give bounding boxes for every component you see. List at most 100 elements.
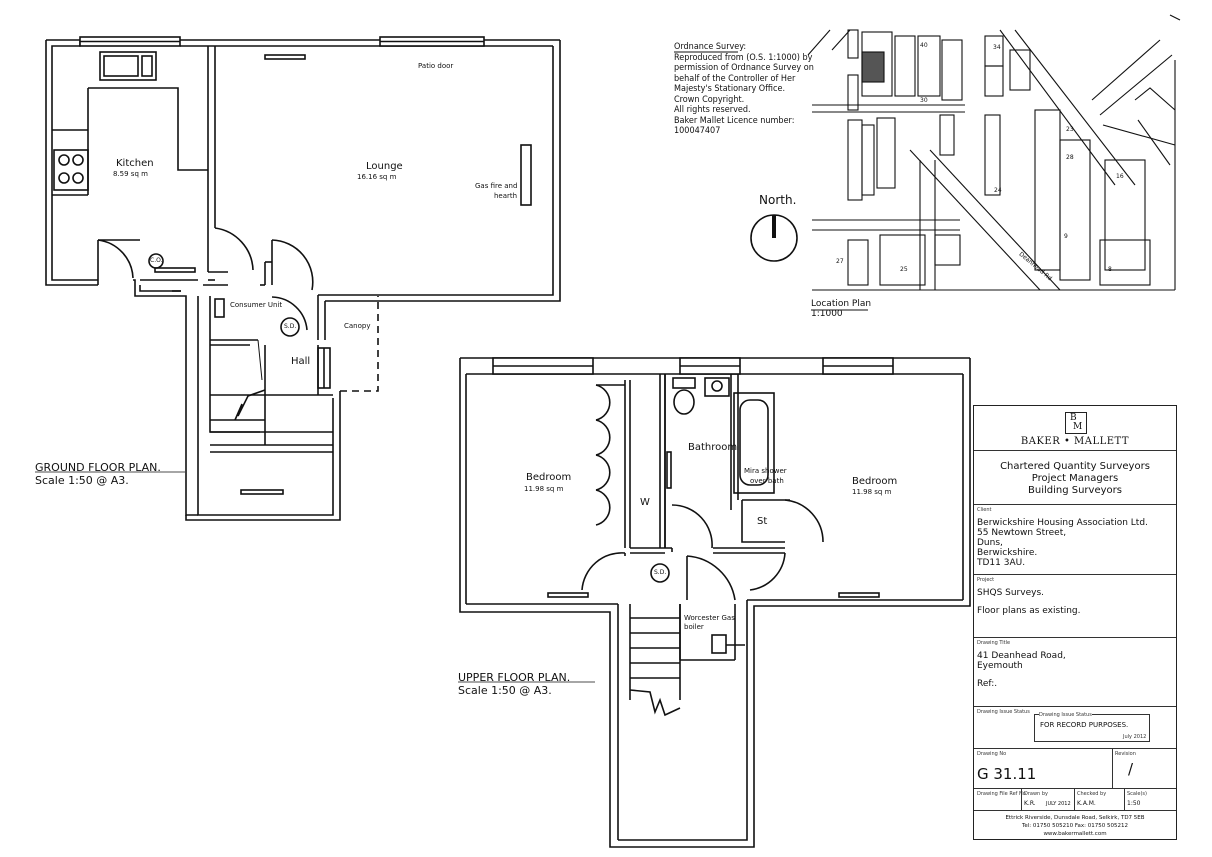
map-number: 24	[994, 187, 1002, 194]
divider	[1124, 789, 1125, 811]
status-date: July 2012	[1123, 734, 1147, 740]
bedroom-area: 11.98 sq m	[524, 485, 564, 493]
bathroom-label: Bathroom	[688, 442, 738, 453]
logo-letter: M	[1073, 422, 1083, 432]
map-number: 28	[1066, 154, 1074, 161]
location-plan-caption: Location Plan 1:1000	[811, 299, 871, 319]
hall-label: Hall	[291, 356, 311, 367]
os-line: Baker Mallet Licence number:	[674, 115, 795, 126]
boiler-label: Worcester Gas	[684, 614, 735, 622]
project-section: Project SHQS Surveys. Floor plans as exi…	[974, 574, 1176, 616]
service-item: Project Managers	[1031, 473, 1119, 484]
drawn-by: K.R.	[1024, 800, 1036, 807]
logo-letter: B	[1070, 413, 1077, 423]
ground-floor-scale: Scale 1:50 @ A3.	[35, 474, 129, 487]
drawing-title-line	[977, 671, 1066, 679]
divider	[1112, 749, 1113, 789]
co-detector-label: C.O.	[150, 257, 163, 264]
shower-label: over bath	[750, 477, 784, 485]
bedroom-area: 11.98 sq m	[852, 488, 892, 496]
location-plan-title: Location Plan	[811, 299, 872, 309]
map-number: 25	[900, 266, 908, 273]
ground-floor-heading: GROUND FLOOR PLAN.	[35, 461, 161, 474]
store-label: St	[757, 516, 768, 527]
drawing-title: 41 Deanhead Road, Eyemouth Ref:.	[977, 651, 1066, 689]
kitchen-area: 8.59 sq m	[113, 170, 148, 178]
os-heading: Ordnance Survey:	[674, 42, 747, 52]
status-box: Drawing Issue Status FOR RECORD PURPOSES…	[1034, 712, 1150, 742]
lounge-label: Lounge	[366, 161, 403, 172]
bedroom-label: Bedroom	[852, 476, 898, 487]
drawing-number-section: Drawing No Revision /	[974, 748, 1176, 789]
drawing-number: G 31.11	[977, 765, 1037, 783]
canopy-label: Canopy	[344, 322, 371, 330]
scale-value: 1:50	[1127, 800, 1141, 807]
drawn-by-label: Drawn by	[1024, 791, 1048, 797]
client-line: 55 Newtown Street,	[977, 528, 1067, 538]
os-line: behalf of the Controller of Her	[674, 73, 796, 84]
baker-mallett-logo: B M	[1065, 412, 1087, 434]
drawing-title-section: Drawing Title 41 Deanhead Road, Eyemouth…	[974, 637, 1176, 689]
drawing-number-label: Drawing No	[977, 751, 1007, 757]
address-line: Ettrick Riverside, Dunsdale Road, Selkir…	[1005, 815, 1145, 821]
status-sub-label: Drawing Issue Status	[1039, 712, 1092, 718]
service-item: Building Surveyors	[1028, 485, 1122, 496]
smoke-detector-label: S.D.	[654, 569, 667, 576]
website-line: www.bakermallett.com	[1043, 831, 1107, 837]
gas-fire-label: hearth	[494, 192, 518, 200]
revision-value: /	[1128, 760, 1134, 778]
map-number: 34	[993, 44, 1001, 51]
client-address: Berwickshire Housing Association Ltd. 55…	[977, 518, 1148, 568]
client-line: TD11 3AU.	[977, 558, 1026, 568]
upper-floor-title: UPPER FLOOR PLAN. Scale 1:50 @ A3.	[458, 671, 570, 697]
footer-section: Ettrick Riverside, Dunsdale Road, Selkir…	[974, 810, 1176, 837]
checked-by-label: Checked by	[1077, 791, 1107, 797]
brand-name: BAKER • MALLETT	[1020, 436, 1130, 447]
upper-floor-scale: Scale 1:50 @ A3.	[458, 684, 552, 697]
shower-label: Mira shower	[744, 467, 787, 475]
wardrobe-label: W	[640, 497, 650, 508]
os-line: All rights reserved.	[674, 105, 751, 115]
project-line: SHQS Surveys.	[977, 588, 1044, 598]
drawing-ref-label: Drawing File Ref No	[977, 791, 1026, 797]
boiler-label: boiler	[684, 623, 704, 631]
client-line: Duns,	[977, 538, 1003, 548]
location-map	[807, 14, 1181, 291]
status-value: FOR RECORD PURPOSES.	[1040, 721, 1129, 729]
revision-label: Revision	[1115, 751, 1136, 757]
service-item: Chartered Quantity Surveyors	[1000, 461, 1150, 472]
consumer-unit-label: Consumer Unit	[230, 301, 283, 309]
client-line: Berwickshire Housing Association Ltd.	[977, 518, 1148, 528]
upper-floor-walls	[459, 357, 971, 848]
map-number: 27	[836, 258, 844, 265]
location-plan-scale: 1:1000	[811, 309, 843, 319]
divider	[1074, 789, 1075, 811]
map-number: 30	[920, 97, 928, 104]
map-number: 8	[1108, 266, 1112, 273]
title-block: B M BAKER • MALLETT Chartered Quantity S…	[973, 405, 1177, 840]
lounge-area: 16.16 sq m	[357, 173, 397, 181]
upper-floor-heading: UPPER FLOOR PLAN.	[458, 671, 571, 684]
north-arrow	[750, 214, 798, 262]
details-section: Drawing File Ref No Drawn by K.R. JULY 2…	[974, 788, 1176, 811]
os-line: Majesty's Stationary Office.	[674, 84, 786, 94]
os-line: Reproduced from (O.S. 1:1000) by	[674, 52, 813, 63]
company-address: Ettrick Riverside, Dunsdale Road, Selkir…	[974, 814, 1176, 838]
drawn-date: JULY 2012	[1046, 801, 1071, 807]
divider	[1021, 789, 1022, 811]
os-line: Crown Copyright.	[674, 94, 745, 105]
north-label: North.	[759, 193, 797, 207]
project-line	[977, 598, 1081, 606]
gas-fire-label: Gas fire and	[475, 182, 518, 190]
drawing-title-line: Eyemouth	[977, 661, 1023, 671]
client-label: Client	[977, 507, 992, 513]
os-line: permission of Ordnance Survey on	[674, 63, 814, 73]
checked-by: K.A.M.	[1077, 800, 1096, 807]
map-number: 16	[1116, 173, 1124, 180]
patio-door-label: Patio door	[418, 62, 454, 70]
kitchen-label: Kitchen	[116, 158, 154, 169]
map-number: 40	[920, 42, 928, 49]
bedroom-label: Bedroom	[526, 472, 572, 483]
ordnance-survey-note: Ordnance Survey: Reproduced from (O.S. 1…	[674, 42, 814, 137]
